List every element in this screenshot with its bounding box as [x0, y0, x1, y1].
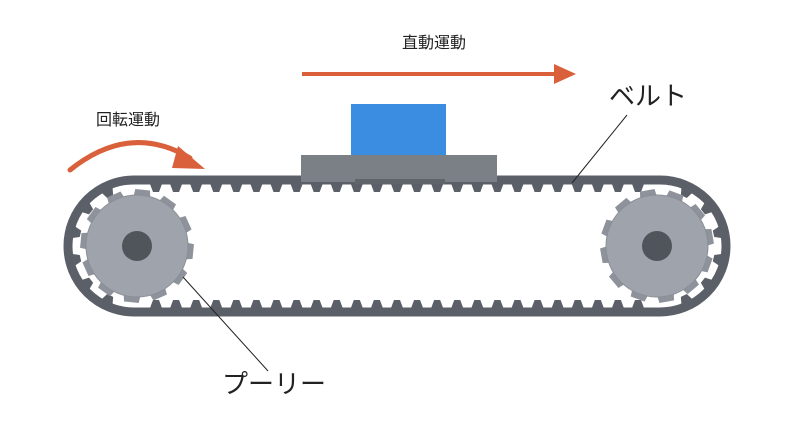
pulley-right: [600, 189, 714, 303]
pulley-left: [80, 189, 194, 303]
belt-tooth: [82, 202, 94, 215]
belt-tooth: [411, 300, 424, 308]
belt-tooth: [101, 187, 114, 198]
belt-tooth: [700, 202, 712, 215]
belt-tooth: [290, 300, 303, 308]
belt-tooth: [531, 184, 544, 192]
belt-tooth: [270, 184, 283, 192]
belt-tooth: [431, 184, 444, 192]
belt-tooth: [632, 184, 644, 192]
belt-tooth: [72, 253, 82, 266]
carriage: [301, 104, 497, 184]
carriage-plate: [301, 155, 497, 182]
belt-tooth: [210, 300, 223, 308]
pulley-hub: [642, 231, 672, 261]
pulley-leader-line: [182, 276, 269, 372]
belt-tooth: [451, 300, 464, 308]
belt-tooth: [230, 300, 243, 308]
belt-tooth: [632, 300, 644, 308]
linear-arrow-head: [554, 64, 576, 84]
belt-tooth: [511, 184, 524, 192]
belt-tooth: [451, 184, 464, 192]
pulley-hub: [122, 231, 152, 261]
belt-tooth: [190, 184, 203, 192]
belt-tooth: [712, 253, 722, 266]
belt-tooth: [82, 277, 94, 290]
belt-tooth: [491, 300, 504, 308]
motion-arrows: [67, 64, 576, 173]
belt-label: ベルト: [609, 82, 688, 112]
belt-tooth: [611, 300, 624, 308]
belt-tooth: [101, 294, 114, 305]
belt-tooth: [250, 184, 263, 192]
belt-tooth: [210, 184, 223, 192]
belt-tooth: [571, 300, 584, 308]
belt-tooth: [290, 184, 303, 192]
belt-tooth: [591, 300, 604, 308]
linear-motion-label: 直動運動: [402, 33, 467, 52]
rotary-arrow-head: [172, 146, 205, 169]
belt-tooth: [350, 184, 363, 192]
belt-tooth: [511, 300, 524, 308]
leader-lines: [182, 114, 628, 372]
belt-tooth: [471, 300, 484, 308]
belt-tooth: [270, 300, 283, 308]
load-block: [351, 104, 446, 155]
belt-tooth: [712, 226, 722, 239]
belt-tooth: [310, 184, 323, 192]
belt-tooth: [72, 226, 82, 239]
belt-tooth: [370, 300, 383, 308]
belt-tooth: [571, 184, 584, 192]
belt-tooth: [330, 300, 343, 308]
belt-tooth: [531, 300, 544, 308]
carriage-clamp: [355, 179, 445, 184]
belt-tooth: [611, 184, 624, 192]
belt-tooth: [431, 300, 444, 308]
belt-tooth: [471, 184, 484, 192]
belt-tooth: [350, 300, 363, 308]
belt-tooth: [330, 184, 343, 192]
belt-tooth: [591, 184, 604, 192]
belt-tooth: [190, 300, 203, 308]
belt-tooth: [170, 300, 183, 308]
belt-tooth: [551, 300, 564, 308]
belt-tooth: [491, 184, 504, 192]
rotary-motion-label: 回転運動: [96, 110, 161, 129]
belt-tooth: [700, 277, 712, 290]
belt-tooth: [551, 184, 564, 192]
belt-tooth: [411, 184, 424, 192]
belt-tooth: [391, 300, 403, 308]
belt-tooth: [230, 184, 243, 192]
belt-tooth: [310, 300, 323, 308]
belt-tooth: [370, 184, 383, 192]
belt-tooth: [680, 294, 693, 305]
belt-tooth: [250, 300, 263, 308]
belt-tooth: [150, 300, 162, 308]
belt-tooth: [391, 184, 403, 192]
belt-tooth: [170, 184, 183, 192]
belt-tooth: [150, 184, 162, 192]
belt-leader-line: [571, 114, 628, 184]
pulley-label: プーリー: [222, 370, 327, 400]
rotary-arrow-arc: [67, 140, 193, 173]
belt-tooth: [680, 187, 693, 198]
